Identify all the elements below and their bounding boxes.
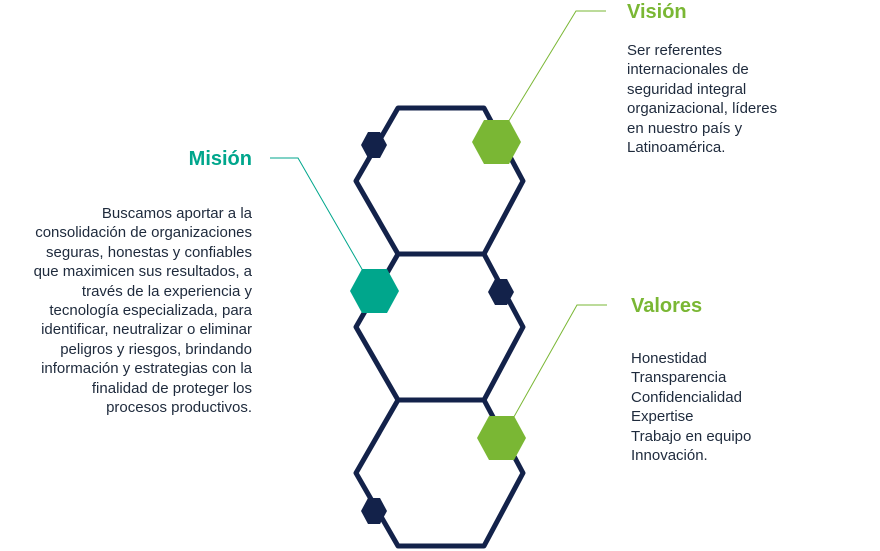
valores-connector-line	[501, 304, 607, 439]
small-navy-hexagon	[361, 498, 387, 524]
valores-list: Honestidad Transparencia Confidencialida…	[631, 350, 752, 465]
mision-title: Misión	[188, 148, 252, 170]
vision-node-hexagon	[472, 120, 521, 164]
bottom-hexagon-outline	[353, 397, 526, 549]
small-navy-hexagon	[361, 132, 387, 158]
mision-description: Buscamos aportar a la consolidación de o…	[33, 205, 252, 417]
mision-node-hexagon	[350, 269, 399, 313]
valores-node-hexagon	[477, 416, 526, 460]
vision-description: Ser referentes internacionales de seguri…	[627, 42, 778, 157]
vision-title: Visión	[627, 1, 687, 23]
mision-connector-line	[270, 157, 375, 291]
valores-title: Valores	[631, 295, 703, 317]
vision-connector-line	[495, 10, 606, 143]
small-navy-hexagon	[488, 279, 514, 305]
